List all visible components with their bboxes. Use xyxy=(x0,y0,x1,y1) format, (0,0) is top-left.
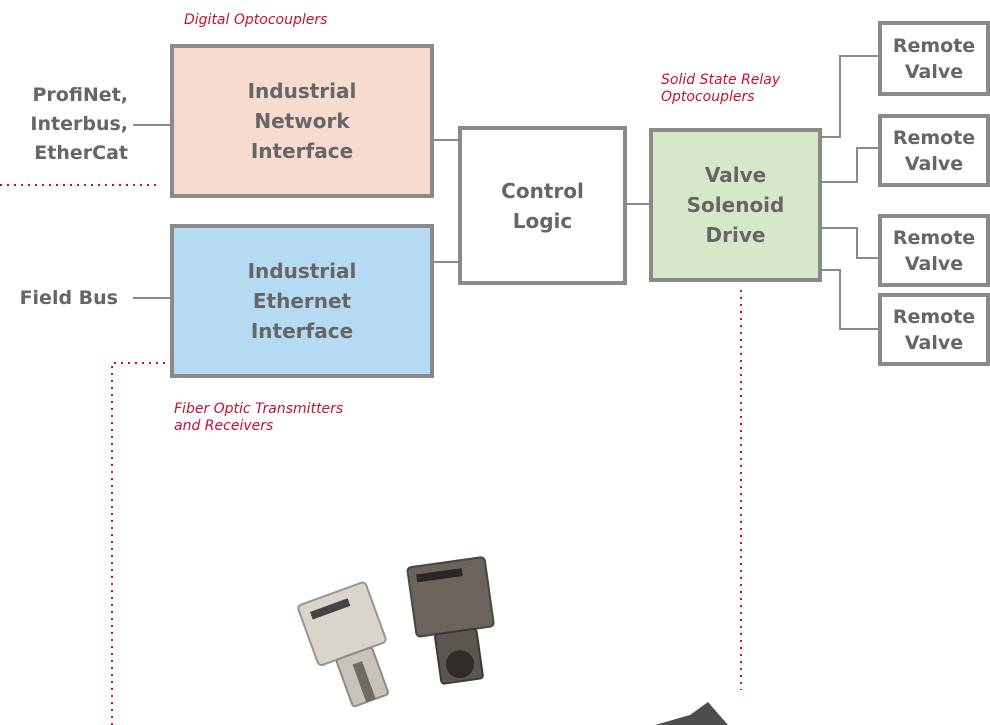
fiber-optic-annotation: Fiber Optic Transmitters and Receivers xyxy=(174,401,344,434)
industrial-ethernet-interface-block: Industrial Ethernet Interface xyxy=(170,224,434,378)
solid-state-relay-annotation: Solid State Relay Optocouplers xyxy=(661,72,781,105)
valve-solenoid-drive-label: Valve Solenoid Drive xyxy=(686,163,785,247)
remote-valve-label-1: Remote Valve xyxy=(892,34,976,83)
industrial-network-interface-label: Industrial Network Interface xyxy=(247,79,357,163)
fiber-optic-connectors-image xyxy=(297,556,728,725)
industrial-ethernet-interface-label: Industrial Ethernet Interface xyxy=(247,259,357,343)
remote-valve-block-2: Remote Valve xyxy=(878,114,990,187)
remote-valve-block-3: Remote Valve xyxy=(878,214,990,287)
control-logic-label: Control Logic xyxy=(501,178,584,233)
remote-valve-label-2: Remote Valve xyxy=(892,126,976,175)
remote-valve-label-3: Remote Valve xyxy=(892,226,976,275)
valve-solenoid-drive-block: Valve Solenoid Drive xyxy=(649,128,822,282)
industrial-network-interface-block: Industrial Network Interface xyxy=(170,44,434,198)
remote-valve-block-1: Remote Valve xyxy=(878,21,990,96)
control-logic-block: Control Logic xyxy=(458,126,627,285)
digital-optocouplers-annotation: Digital Optocouplers xyxy=(184,12,328,28)
remote-valve-label-4: Remote Valve xyxy=(892,305,976,354)
field-bus-label: Field Bus xyxy=(19,287,118,309)
remote-valve-block-4: Remote Valve xyxy=(878,293,990,366)
profinet-interbus-ethercat-label: ProfiNet, Interbus, EtherCat xyxy=(30,84,128,164)
